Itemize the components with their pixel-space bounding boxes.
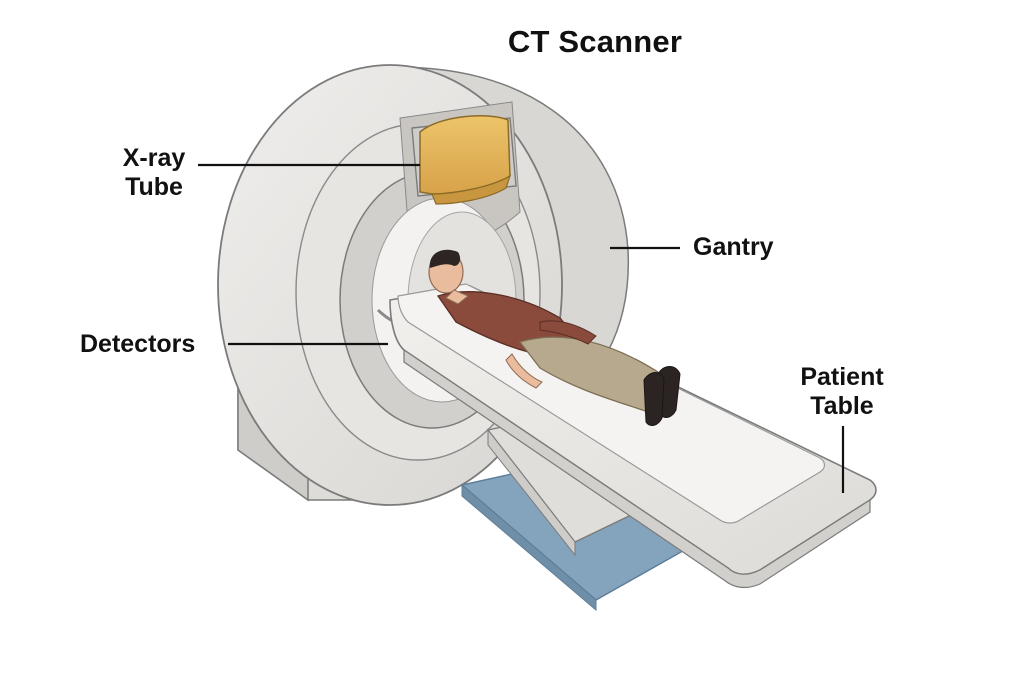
diagram-title: CT Scanner xyxy=(507,24,683,59)
xray-tube-label-line-2: Tube xyxy=(125,173,183,201)
patient-table-label-line-1: Patient xyxy=(800,363,884,391)
patient xyxy=(428,249,681,426)
xray-tube-label-line-1: X-ray xyxy=(122,144,186,172)
gantry-label: Gantry xyxy=(693,233,774,261)
xray-tube xyxy=(411,115,517,205)
detectors-label: Detectors xyxy=(80,330,196,358)
xray-tube-label: X-ray Tube xyxy=(106,144,202,202)
patient-table-label-line-2: Table xyxy=(810,392,874,420)
patient-table-label: Patient Table xyxy=(790,363,894,421)
